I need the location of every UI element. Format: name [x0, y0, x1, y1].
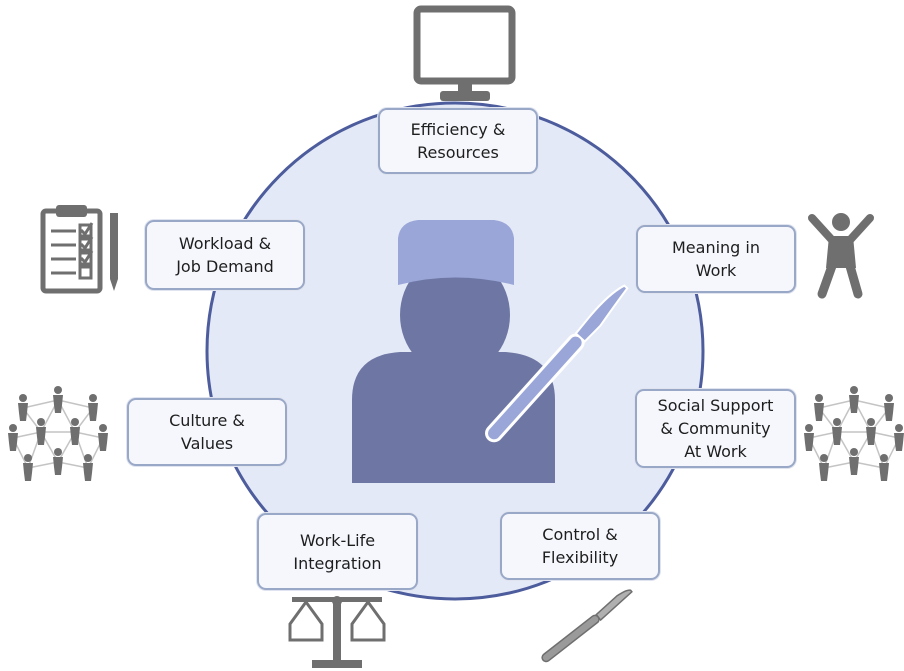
factor-label-line: Work-Life	[299, 530, 376, 550]
person-icon	[83, 454, 93, 481]
person-icon	[819, 454, 829, 481]
person-icon	[894, 424, 904, 451]
factor-label-line: At Work	[684, 442, 747, 461]
people-network-icon	[8, 386, 108, 481]
factor-control-flexibility: Control & Flexibility	[500, 512, 660, 580]
person-icon	[879, 454, 889, 481]
person-icon	[18, 394, 28, 421]
factor-label-line: Flexibility	[541, 548, 619, 567]
person-icon	[8, 424, 18, 451]
person-icon	[814, 394, 824, 421]
person-icon	[884, 394, 894, 421]
people-network-icon	[804, 386, 904, 481]
factor-label-line: Workload &	[178, 234, 272, 253]
factor-label-line: Social Support	[657, 396, 774, 415]
person-icon	[70, 418, 80, 445]
factor-label-line: Resources	[417, 143, 499, 162]
person-icon	[832, 418, 842, 445]
scalpel-icon	[541, 589, 633, 663]
person-icon	[88, 394, 98, 421]
person-icon	[98, 424, 108, 451]
person-icon	[849, 448, 859, 475]
computer-monitor-icon	[413, 5, 516, 101]
person-icon	[804, 424, 814, 451]
factor-meaning-in-work: Meaning in Work	[636, 225, 796, 293]
person-icon	[849, 386, 859, 413]
factor-social-support: Social Support & Community At Work	[635, 389, 796, 468]
factor-label-line: Meaning in	[671, 238, 760, 257]
person-icon	[53, 448, 63, 475]
factor-culture-values: Culture & Values	[127, 398, 287, 466]
person-icon	[36, 418, 46, 445]
factor-label-line: Culture &	[169, 411, 245, 430]
factor-work-life-integration: Work-Life Integration	[257, 513, 418, 590]
cheering-person-icon	[808, 213, 874, 299]
factor-label-line: Job Demand	[176, 257, 274, 276]
person-icon	[23, 454, 33, 481]
factor-workload-job-demand: Workload & Job Demand	[145, 220, 305, 290]
factor-label-line: Values	[180, 434, 234, 453]
factor-label-line: & Community	[660, 419, 771, 438]
factor-label-line: Work	[695, 261, 737, 280]
factor-label-line: Control &	[542, 525, 618, 544]
person-icon	[866, 418, 876, 445]
factor-efficiency-resources: Efficiency & Resources	[378, 108, 538, 174]
factor-label-line: Integration	[293, 553, 382, 573]
factor-label-line: Efficiency &	[410, 120, 506, 139]
person-icon	[53, 386, 63, 413]
balance-scale-icon	[288, 596, 386, 668]
clipboard-checklist-icon	[40, 205, 118, 294]
